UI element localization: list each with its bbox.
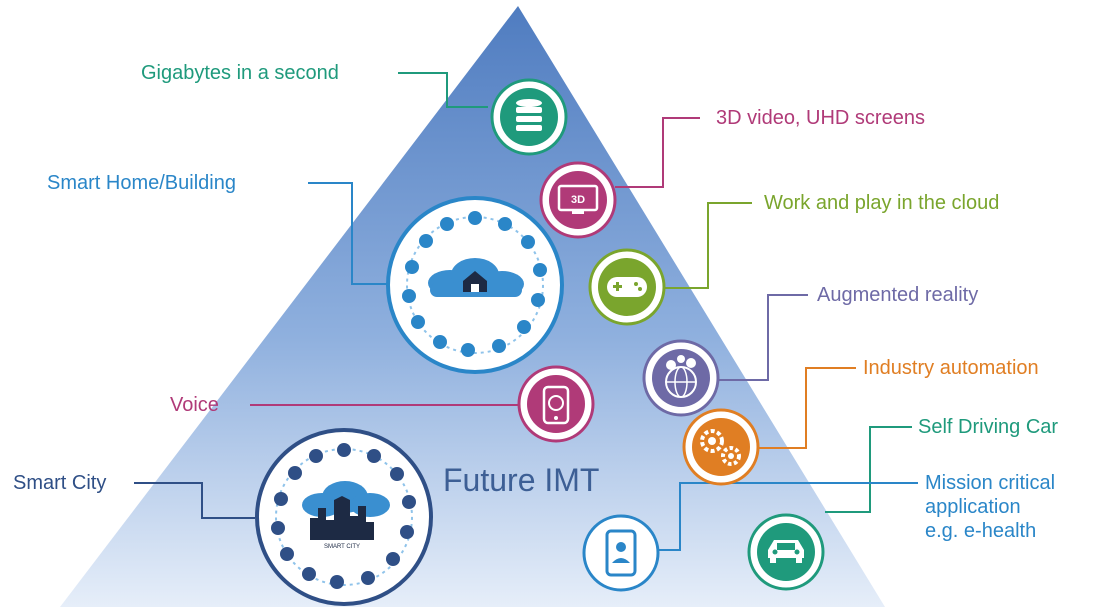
label-mission-ehealth: e.g. e-health: [925, 520, 1037, 542]
3d-screen-icon: 3D: [539, 161, 617, 239]
label-voice: Voice: [170, 394, 219, 416]
connector-mission: [655, 482, 918, 551]
globe-pins-icon: [642, 339, 720, 417]
label-gigabytes: Gigabytes in a second: [141, 62, 339, 84]
label-mission-application: application: [925, 496, 1021, 518]
gears-icon: [682, 408, 760, 486]
label-smart-home: Smart Home/Building: [47, 172, 236, 194]
connector-video: [615, 117, 700, 188]
car-icon: [747, 513, 825, 591]
connector-cloud: [662, 202, 752, 289]
label-industry-automation: Industry automation: [863, 357, 1039, 379]
center-title: Future IMT: [443, 462, 600, 498]
label-self-driving-car: Self Driving Car: [918, 416, 1059, 438]
label-mission-critical: Mission critical: [925, 472, 1056, 494]
connector-ar: [718, 294, 808, 381]
label-cloud: Work and play in the cloud: [764, 192, 1000, 214]
database-icon: [490, 78, 568, 156]
connector-smart-city: [134, 482, 255, 519]
label-augmented-reality: Augmented reality: [817, 284, 979, 306]
smart-home-cloud-icon: [386, 196, 564, 374]
gamepad-icon: [588, 248, 666, 326]
label-3d-video: 3D video, UHD screens: [716, 107, 925, 129]
connector-industry: [757, 367, 856, 449]
phone-doctor-icon: [582, 514, 660, 592]
connector-gigabytes: [398, 72, 488, 108]
smartphone-icon: [517, 365, 595, 443]
smart-city-text: SMART CITY: [324, 544, 360, 550]
3d-screen-text: 3D: [571, 194, 585, 206]
smart-city-cloud-icon: SMART CITY: [255, 428, 433, 606]
connector-self-driving: [825, 426, 912, 513]
label-smart-city: Smart City: [13, 472, 107, 494]
connector-smart-home: [308, 182, 390, 285]
